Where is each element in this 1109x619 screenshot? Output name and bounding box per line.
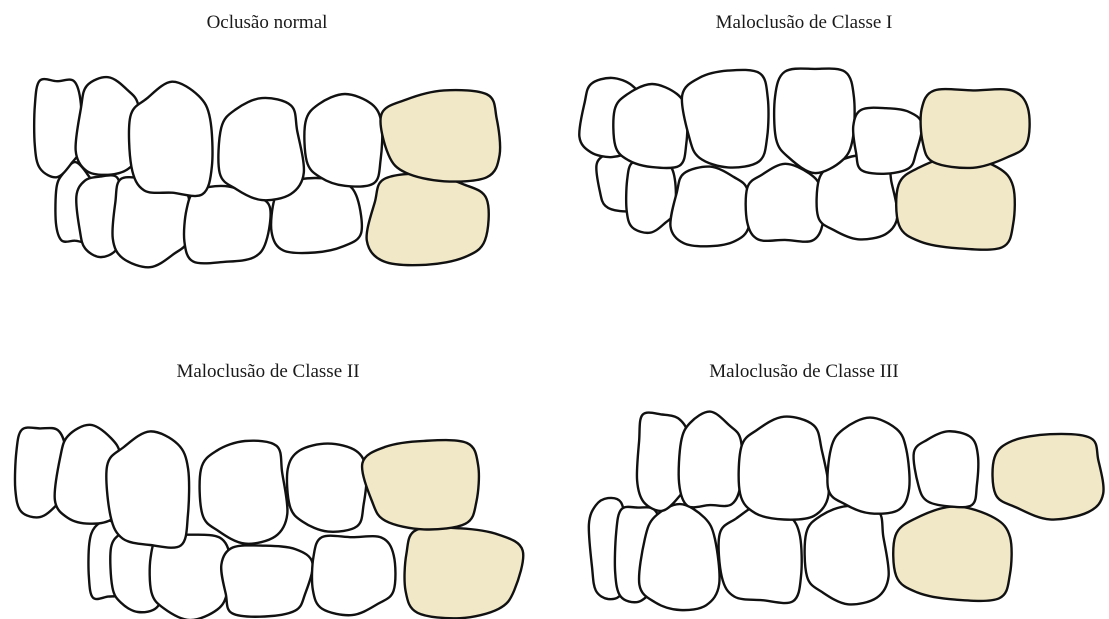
lower-tooth — [746, 164, 824, 242]
lower-tooth — [805, 506, 889, 605]
upper-tooth — [853, 108, 922, 174]
upper-tooth — [613, 84, 687, 168]
lower-molar-tooth — [367, 174, 489, 266]
lower-molar-tooth — [896, 155, 1015, 249]
upper-tooth — [304, 94, 382, 187]
panel-class-iii — [589, 412, 1104, 611]
lower-tooth — [221, 545, 313, 616]
panel-class-i — [579, 69, 1029, 250]
lower-tooth — [626, 161, 676, 232]
lower-tooth — [670, 167, 750, 247]
upper-molar-tooth — [993, 434, 1104, 520]
lower-molar-tooth — [405, 527, 524, 618]
panel-normal-occlusion — [34, 77, 500, 267]
upper-tooth — [682, 70, 769, 168]
upper-molar-tooth — [380, 90, 500, 182]
upper-tooth — [827, 418, 909, 514]
lower-molar-tooth — [893, 506, 1011, 601]
panel-class-ii — [15, 425, 523, 619]
upper-tooth — [129, 82, 213, 196]
upper-tooth — [200, 441, 288, 544]
upper-tooth — [679, 412, 742, 508]
upper-molar-tooth — [921, 89, 1030, 168]
upper-tooth — [287, 444, 367, 532]
lower-tooth — [312, 536, 395, 616]
lower-tooth — [639, 504, 720, 610]
upper-tooth — [739, 417, 829, 520]
upper-molar-tooth — [362, 440, 479, 529]
upper-tooth — [914, 431, 979, 507]
upper-tooth — [774, 69, 854, 174]
upper-tooth — [218, 98, 304, 200]
